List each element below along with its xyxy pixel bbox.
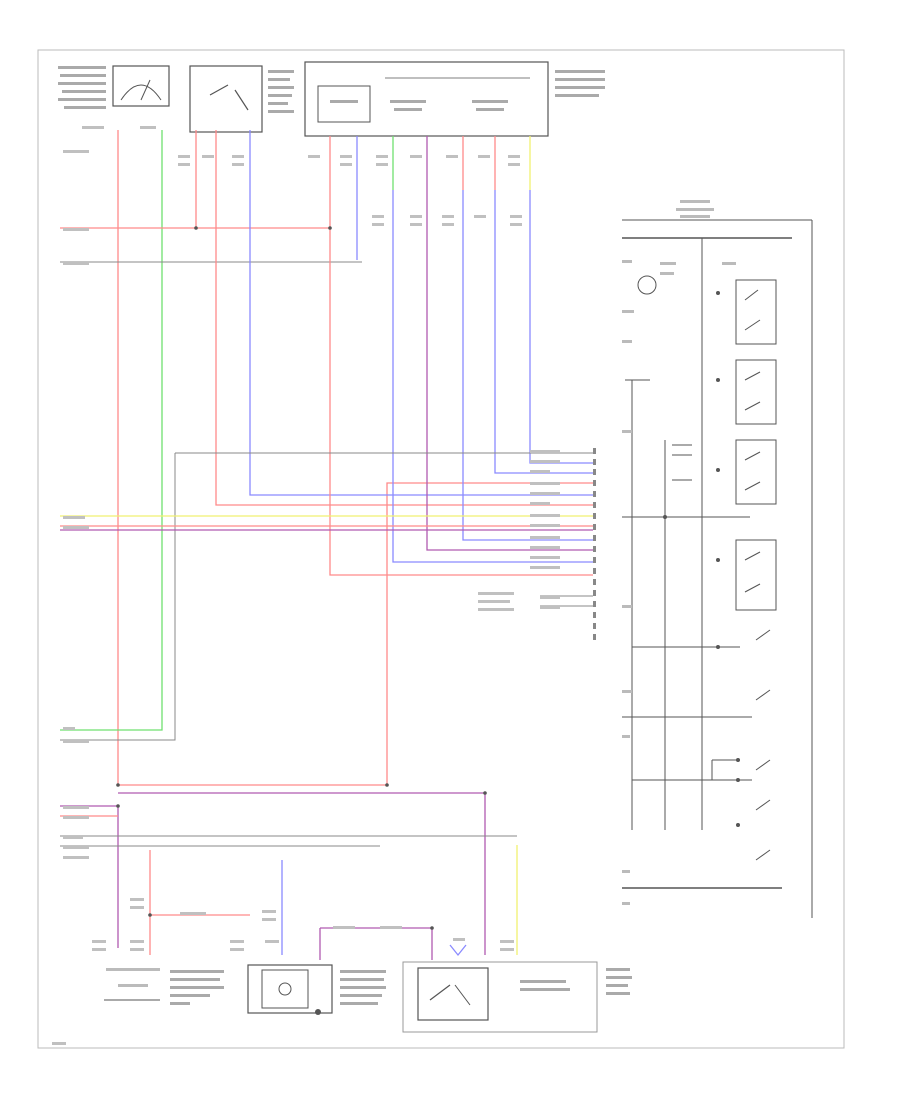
wire-violet-34 [320, 927, 433, 960]
component-bottom-left-connector [104, 968, 224, 1005]
component-switch-block-right [622, 219, 813, 918]
wire-blue-14 [462, 190, 593, 541]
wire-violet-24 [60, 805, 119, 948]
splice-dot-2 [328, 226, 332, 230]
splice-dot-5 [116, 804, 120, 808]
switch-block-terminals [663, 291, 740, 827]
diagram-frame [37, 49, 845, 1049]
component-control-unit-top [304, 61, 605, 137]
wire-gray-20 [60, 453, 176, 741]
wire-blue-7 [249, 130, 593, 496]
wire-violet-25 [118, 792, 486, 955]
splice-dot-8 [430, 926, 434, 930]
wire-blue-18 [529, 190, 593, 464]
component-sensor-bottom [247, 964, 386, 1015]
wire-blue-11 [392, 190, 593, 563]
component-switch-bottom-right [402, 961, 632, 1033]
switch-block-labels [622, 200, 736, 905]
wire-red-8 [329, 136, 593, 576]
connector-pin-column [593, 448, 596, 640]
splice-dot-4 [385, 783, 389, 787]
wire-violet-12 [426, 136, 593, 551]
component-sensor-top-left [58, 65, 170, 109]
wire-layer [60, 130, 593, 960]
splice-dot-3 [116, 783, 120, 787]
splice-dot-1 [194, 226, 198, 230]
splice-dot-6 [483, 791, 487, 795]
wire-label-blocks [52, 126, 560, 1045]
wire-green-2 [60, 130, 163, 731]
wire-blue-16 [494, 190, 593, 474]
component-switch-top [189, 65, 294, 133]
wire-blue-35 [449, 944, 467, 957]
splice-dot-7 [148, 913, 152, 917]
wire-red-6 [215, 130, 593, 506]
